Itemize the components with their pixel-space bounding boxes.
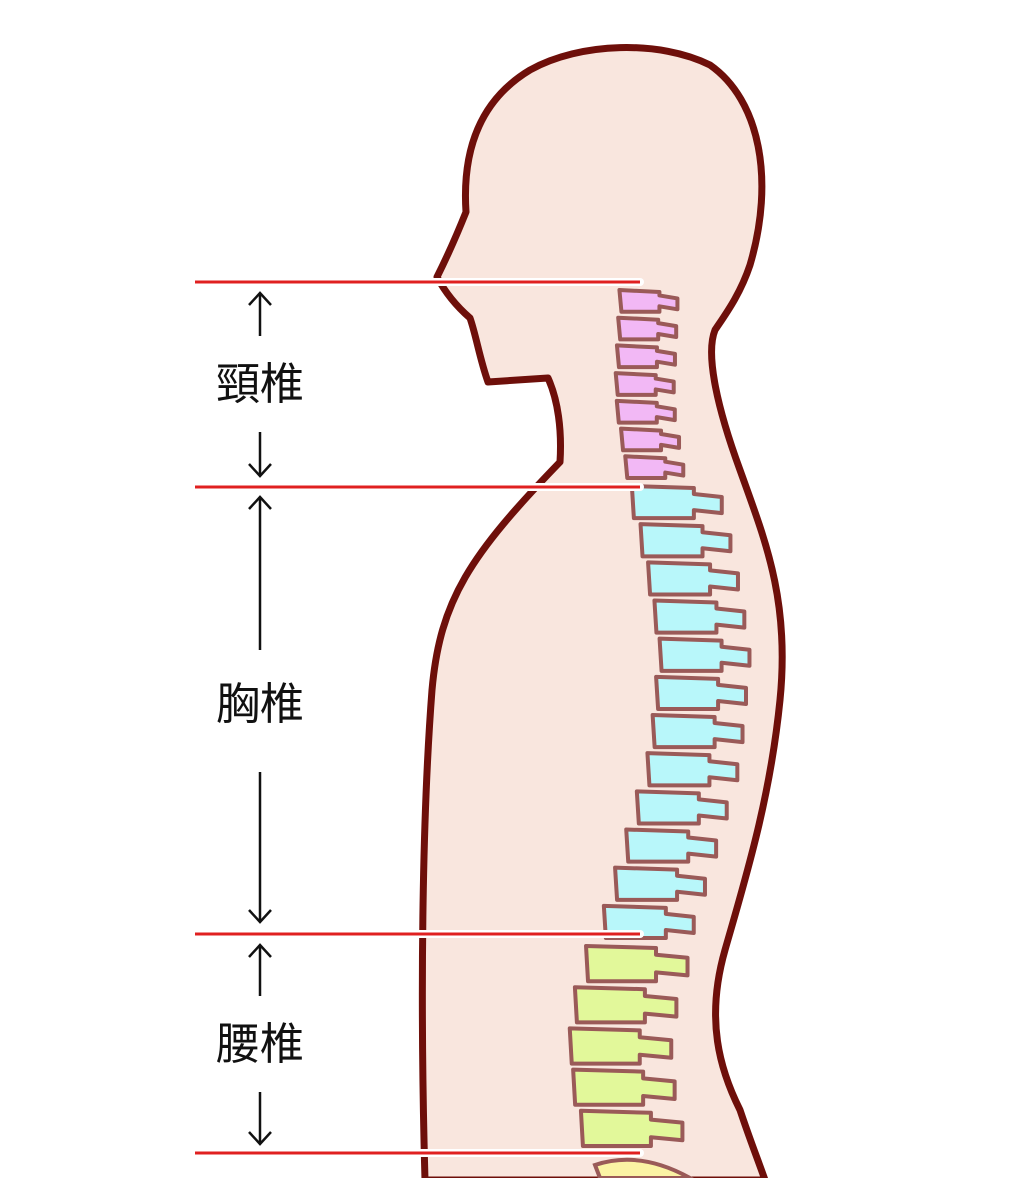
region-arrows [248,291,272,1146]
thoracic-vertebra [652,598,747,635]
thoracic-vertebra [645,751,740,788]
arrow-down-icon [248,909,272,924]
label-thoracic: 胸椎 [205,680,315,730]
label-cervical: 頸椎 [205,360,315,410]
thoracic-vertebra [650,713,745,750]
cervical-vertebra [623,454,686,480]
label-lumbar: 腰椎 [205,1020,315,1070]
cervical-vertebra [617,288,680,314]
thoracic-vertebra [634,789,729,826]
arrow-up-icon [248,943,272,958]
cervical-vertebra [619,426,682,453]
lumbar-vertebra [584,944,690,984]
thoracic-vertebra [654,674,748,711]
arrow-up-icon [248,291,272,306]
thoracic-vertebra [657,636,752,673]
arrow-down-icon [248,463,272,478]
thoracic-vertebra [613,865,707,902]
cervical-vertebra [616,315,679,342]
vertebral-column [567,288,752,1178]
cervical-vertebra [613,371,676,397]
lumbar-vertebra [578,1108,685,1148]
thoracic-vertebra [646,560,740,597]
thoracic-vertebra [638,522,733,559]
arrow-up-icon [248,495,272,510]
lumbar-vertebra [567,1026,674,1066]
thoracic-vertebra [629,484,724,521]
arrow-down-icon [248,1131,272,1146]
region-boundaries [191,278,644,1157]
cervical-vertebra [614,398,677,425]
lumbar-vertebra [571,1067,677,1107]
cervical-vertebra [614,343,677,370]
lumbar-vertebra [572,985,679,1025]
thoracic-vertebra [624,827,719,864]
